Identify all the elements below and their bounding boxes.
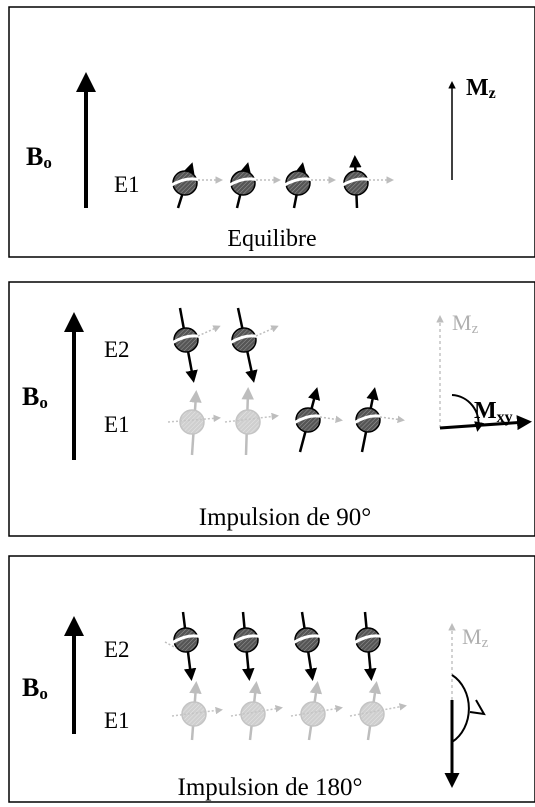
b0-label: Bo [26, 142, 52, 172]
rotation-arc [451, 394, 484, 432]
level-e2-label: E2 [104, 337, 130, 362]
panel-impulsion-90: Bo E2 E1 [8, 281, 535, 537]
mz-ghost-label: Mz [452, 310, 479, 337]
spin-down [229, 307, 279, 383]
spin-ghost [167, 390, 221, 456]
panel-frame [8, 281, 535, 537]
panel-frame [8, 6, 535, 258]
panel-equilibre: Bo E1 Mz Equilibre [8, 6, 535, 258]
b0-label: Bo [22, 673, 48, 703]
spin-ghost [349, 681, 407, 741]
spin-up [293, 387, 343, 453]
panel-caption: Equilibre [227, 226, 316, 252]
mz-label: Mz [466, 75, 496, 102]
spin-down [292, 611, 324, 681]
mxy-arrow [439, 415, 532, 431]
spin-ghost [171, 681, 223, 741]
spin-ghost [230, 681, 283, 741]
panel-caption: Impulsion de 90° [199, 504, 372, 531]
panel-caption: Impulsion de 180° [178, 774, 363, 801]
mxy-label: Mxy [474, 398, 513, 426]
spin-up [282, 162, 336, 209]
spin-down [353, 611, 385, 681]
spin-up [340, 155, 394, 209]
level-e1-label: E1 [114, 172, 140, 197]
level-e1-label: E1 [104, 708, 130, 733]
spin-ghost [224, 387, 279, 456]
level-e2-label: E2 [104, 637, 130, 662]
mz-ghost-label: Mz [462, 624, 489, 651]
flip-arc [451, 674, 470, 743]
spin-down [231, 611, 263, 681]
spin-down [164, 611, 203, 681]
b0-label: Bo [22, 382, 48, 412]
spin-ghost [290, 681, 343, 741]
panel-frame [8, 555, 535, 803]
spin-up [353, 387, 405, 453]
flip-arc-head [469, 699, 486, 716]
level-e1-label: E1 [104, 412, 130, 437]
spin-down [171, 307, 221, 383]
spin-up [227, 162, 281, 209]
spin-up [169, 162, 223, 209]
panel-impulsion-180: Bo E2 E1 [8, 555, 535, 803]
